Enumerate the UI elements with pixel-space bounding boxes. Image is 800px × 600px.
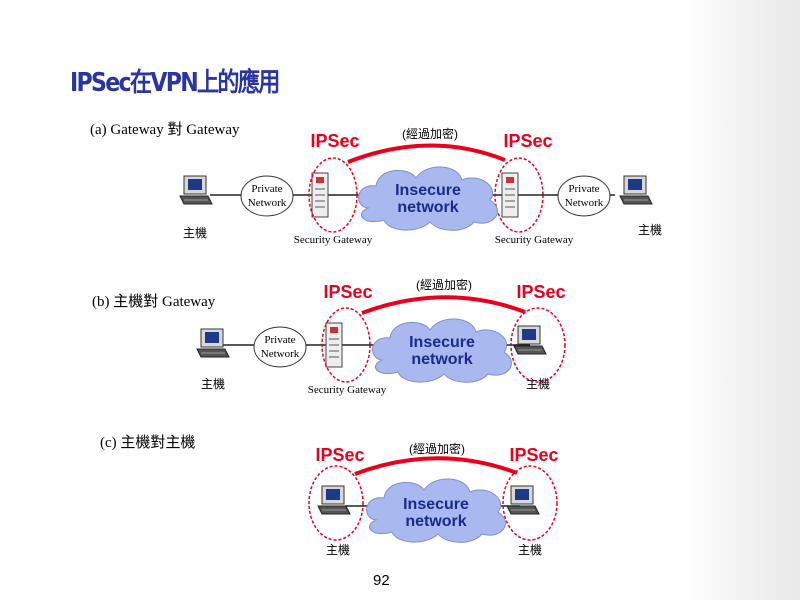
ipsec-boundary	[308, 157, 358, 233]
ipsec-boundary	[502, 465, 558, 541]
host-label: 主機	[201, 376, 225, 391]
ipsec-label: IPSec	[503, 131, 552, 151]
ipsec-label: IPSec	[509, 445, 558, 465]
private-network-text: Private	[568, 183, 599, 195]
ipsec-tunnel	[347, 143, 506, 164]
ipsec-boundary	[510, 307, 566, 383]
ipsec-tunnel	[354, 456, 518, 476]
scenario-b-label: (b) 主機對 Gateway	[92, 293, 216, 310]
host-icon	[506, 485, 540, 515]
private-network-text: Network	[565, 197, 604, 209]
private-network-left	[253, 326, 307, 368]
ipsec-label: IPSec	[315, 445, 364, 465]
ipsec-tunnel	[361, 295, 526, 315]
gateway-label: Security Gateway	[495, 234, 574, 246]
host-label: 主機	[518, 542, 542, 557]
host-icon	[619, 175, 653, 205]
private-network-left	[240, 175, 294, 217]
encrypted-label: (經過加密)	[409, 441, 465, 456]
security-gateway-icon	[325, 322, 343, 368]
gateway-label: Security Gateway	[308, 384, 387, 396]
private-network-right	[557, 175, 611, 217]
gateway-label: Security Gateway	[294, 234, 373, 246]
encrypted-label: (經過加密)	[416, 277, 472, 292]
scenario-c-label: (c) 主機對主機	[100, 434, 195, 451]
private-network-text: Private	[251, 183, 282, 195]
private-network-text: Private	[264, 334, 295, 346]
ipsec-boundary	[494, 157, 544, 233]
private-network-text: Network	[248, 197, 287, 209]
cloud-text: Insecure	[403, 496, 469, 513]
private-network-text: Network	[261, 348, 300, 360]
security-gateway-icon	[501, 172, 519, 218]
host-label: 主機	[526, 376, 550, 391]
host-label: 主機	[183, 225, 207, 240]
ipsec-label: IPSec	[516, 282, 565, 302]
host-icon	[513, 325, 547, 355]
ipsec-boundary	[308, 465, 364, 541]
security-gateway-icon	[311, 172, 329, 218]
ipsec-label: IPSec	[323, 282, 372, 302]
scenario-a-label: (a) Gateway 對 Gateway	[90, 121, 240, 138]
cloud-text: network	[411, 351, 472, 368]
cloud-text: Insecure	[409, 334, 475, 351]
page-number: 92	[373, 572, 390, 589]
cloud-text: Insecure	[395, 182, 461, 199]
slide-title: IPSec在VPN上的應用	[70, 68, 280, 98]
host-icon	[196, 328, 230, 358]
ipsec-boundary	[321, 307, 371, 383]
ipsec-label: IPSec	[310, 131, 359, 151]
host-icon	[317, 485, 351, 515]
encrypted-label: (經過加密)	[402, 126, 458, 141]
cloud-text: network	[405, 513, 466, 530]
host-label: 主機	[326, 542, 350, 557]
cloud-text: network	[397, 199, 458, 216]
host-label: 主機	[638, 222, 662, 237]
host-icon	[179, 175, 213, 205]
